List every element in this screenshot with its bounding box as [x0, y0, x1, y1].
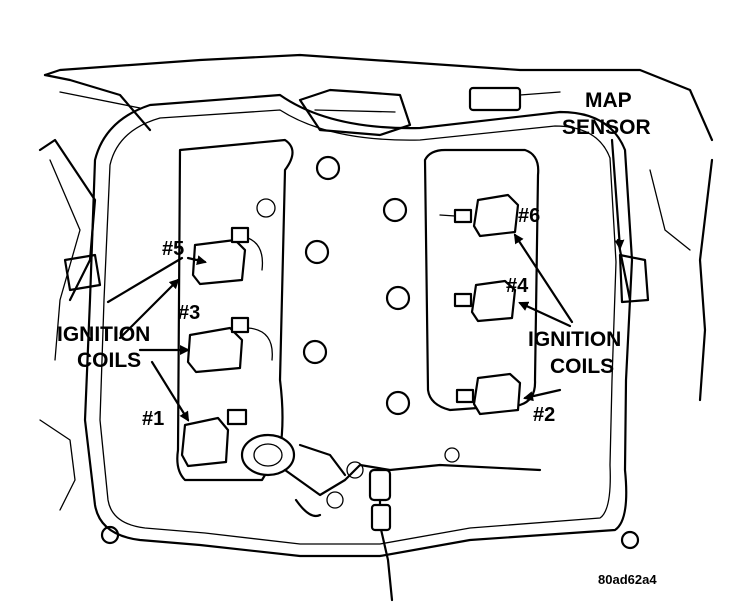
arrow-coil-5: [106, 256, 184, 304]
coil-6: [439, 193, 520, 238]
label-map: MAP: [585, 89, 632, 112]
intake-manifold: [83, 93, 634, 558]
label-coil-6: #6: [518, 205, 540, 227]
corner-bolts: [100, 525, 640, 550]
arrow-label-to-coil-2: [523, 388, 562, 402]
throttle-body: [240, 433, 542, 602]
coil-5: [191, 226, 264, 286]
arrow-label-to-coil-6: [513, 233, 574, 324]
coil-2: [455, 372, 522, 416]
arrow-to-coil-5: [186, 255, 207, 266]
label-ignition-right: IGNITION: [528, 328, 621, 351]
map-sensor: [468, 86, 632, 302]
arrow-label-to-coil-1: [150, 360, 190, 422]
coil-3: [186, 316, 273, 374]
coil-4: [453, 279, 517, 323]
arrow-label-to-coil-4: [518, 301, 572, 328]
arrow-label-to-coil-5: [118, 278, 180, 340]
engine-bay-background: [38, 53, 714, 511]
label-coils-left: COILS: [77, 349, 141, 372]
callout-arrows: [106, 138, 625, 422]
label-coil-5: #5: [162, 238, 184, 260]
label-sensor: SENSOR: [562, 116, 651, 139]
label-coil-4: #4: [506, 275, 529, 297]
label-ignition-left: IGNITION: [57, 323, 150, 346]
arrow-map-sensor: [610, 138, 625, 250]
label-coil-1: #1: [142, 408, 164, 430]
top-hardware: [298, 88, 412, 137]
coil-1: [180, 408, 248, 468]
label-coil-2: #2: [533, 404, 555, 426]
label-coil-3: #3: [178, 302, 200, 324]
label-coils-right: COILS: [550, 355, 614, 378]
figure-reference: 80ad62a4: [598, 572, 657, 587]
